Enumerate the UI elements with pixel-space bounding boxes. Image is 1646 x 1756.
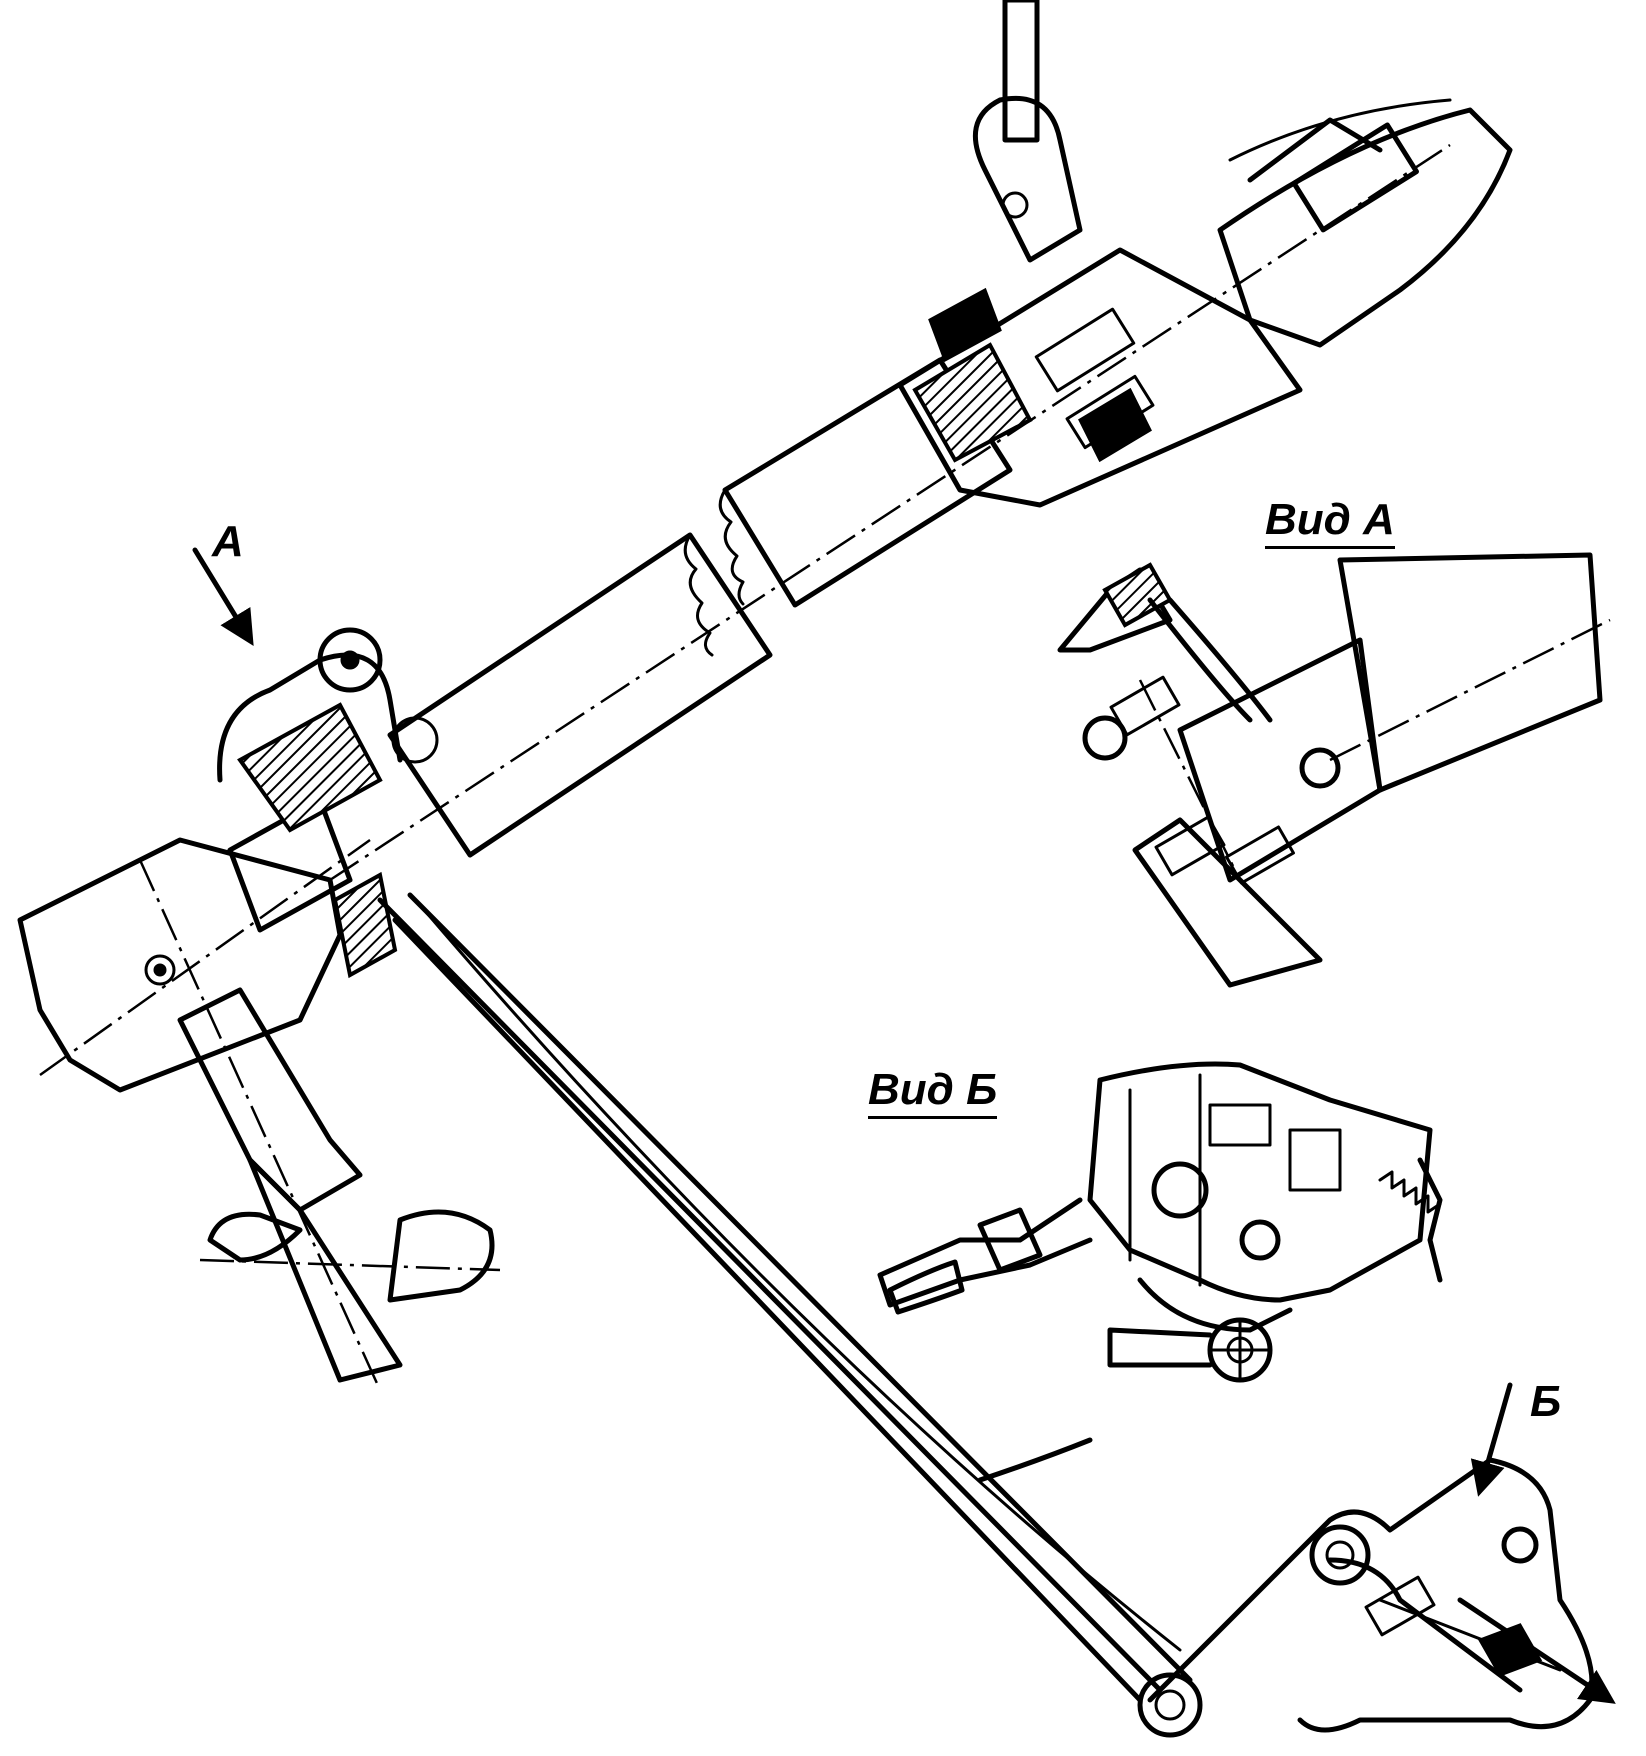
- lower-left-bracket: [17, 627, 501, 1391]
- arrow-a: [192, 547, 254, 646]
- detail-view-b: [877, 1061, 1443, 1383]
- spring: [1378, 1170, 1442, 1214]
- arrow-b: [1470, 1382, 1513, 1497]
- arrow-a-label: А: [212, 517, 244, 566]
- arrow-b-label: Б: [1530, 1377, 1562, 1426]
- link-rod: [377, 892, 1193, 1703]
- pedal-lever: [1137, 1457, 1616, 1738]
- view-a-caption: Вид А: [1265, 498, 1395, 549]
- detail-view-a: [1057, 552, 1611, 988]
- main-tube-assembly: [329, 0, 1513, 882]
- view-b-caption: Вид Б: [868, 1068, 998, 1119]
